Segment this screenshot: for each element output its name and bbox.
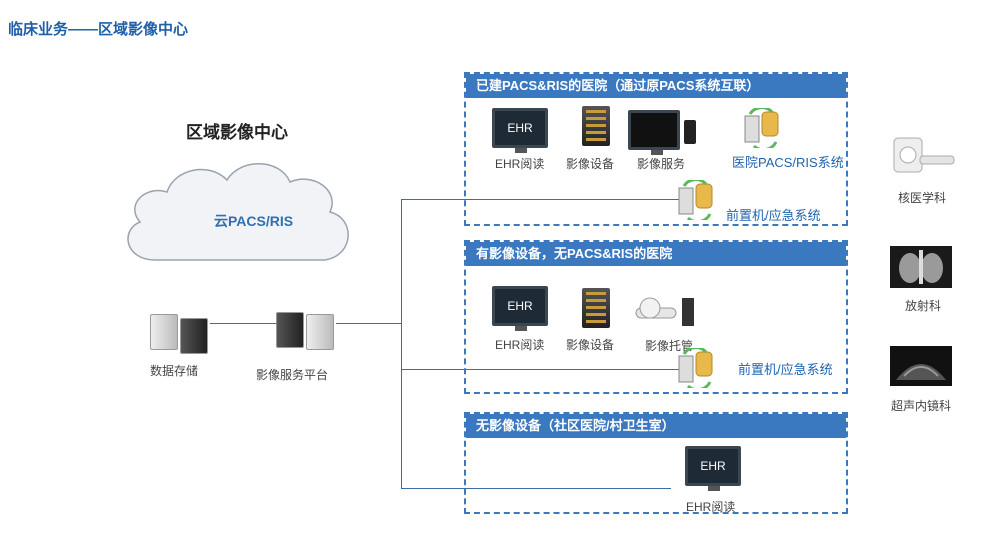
panel-community-clinic: 无影像设备（社区医院/村卫生室） xyxy=(464,412,848,514)
item-label: EHR阅读 xyxy=(686,500,736,514)
connector-line xyxy=(401,488,671,489)
department-label: 核医学科 xyxy=(898,191,947,205)
cloud-icon xyxy=(127,163,349,261)
storage-label: 数据存储 xyxy=(150,364,199,378)
imaging-device-icon xyxy=(582,288,610,328)
pacs-server-icon xyxy=(744,108,779,148)
platform-label: 影像服务平台 xyxy=(256,368,329,382)
connector-line xyxy=(401,199,402,489)
cloud-label: 云PACS/RIS xyxy=(214,213,294,229)
department-label: 放射科 xyxy=(905,299,942,313)
pacs-label: 医院PACS/RIS系统 xyxy=(732,155,844,170)
center-title: 区域影像中心 xyxy=(186,123,288,142)
connector-line xyxy=(210,323,278,324)
scanner-icon xyxy=(635,297,694,326)
phone-icon xyxy=(684,120,696,144)
xray-image-icon xyxy=(890,246,952,288)
ehr-monitor-icon: EHR xyxy=(492,108,548,153)
item-label: EHR阅读 xyxy=(495,338,545,352)
front-label: 前置机/应急系统 xyxy=(726,208,821,223)
panel-header: 有影像设备，无PACS&RIS的医院 xyxy=(466,242,846,266)
storage-server-icon xyxy=(150,314,178,350)
connector-line xyxy=(401,199,679,200)
imaging-device-icon xyxy=(582,106,610,146)
nuclear-medicine-device-icon xyxy=(893,137,955,173)
front-server-icon xyxy=(678,180,713,220)
connector-line xyxy=(336,323,402,324)
ct-scan-image-icon xyxy=(628,110,680,155)
panel-header: 已建PACS&RIS的医院（通过原PACS系统互联） xyxy=(466,74,846,98)
panel-header: 无影像设备（社区医院/村卫生室） xyxy=(466,414,846,438)
connector-line xyxy=(401,369,679,370)
panel-pacs-hospital: 已建PACS&RIS的医院（通过原PACS系统互联） xyxy=(464,72,848,226)
storage-server-icon xyxy=(180,318,208,354)
item-label: 影像服务 xyxy=(637,157,686,171)
front-label: 前置机/应急系统 xyxy=(738,362,833,377)
platform-server-icon xyxy=(306,314,334,350)
panel-device-hospital: 有影像设备，无PACS&RIS的医院 xyxy=(464,240,848,394)
page-title: 临床业务——区域影像中心 xyxy=(8,21,189,38)
item-label: 影像托管 xyxy=(645,339,694,353)
front-server-icon xyxy=(678,348,713,388)
platform-server-icon xyxy=(276,312,304,348)
item-label: 影像设备 xyxy=(566,338,615,352)
ultrasound-image-icon xyxy=(890,346,952,386)
department-label: 超声内镜科 xyxy=(891,399,952,413)
ehr-monitor-icon: EHR xyxy=(685,446,741,491)
ehr-monitor-icon: EHR xyxy=(492,286,548,331)
item-label: 影像设备 xyxy=(566,157,615,171)
item-label: EHR阅读 xyxy=(495,157,545,171)
